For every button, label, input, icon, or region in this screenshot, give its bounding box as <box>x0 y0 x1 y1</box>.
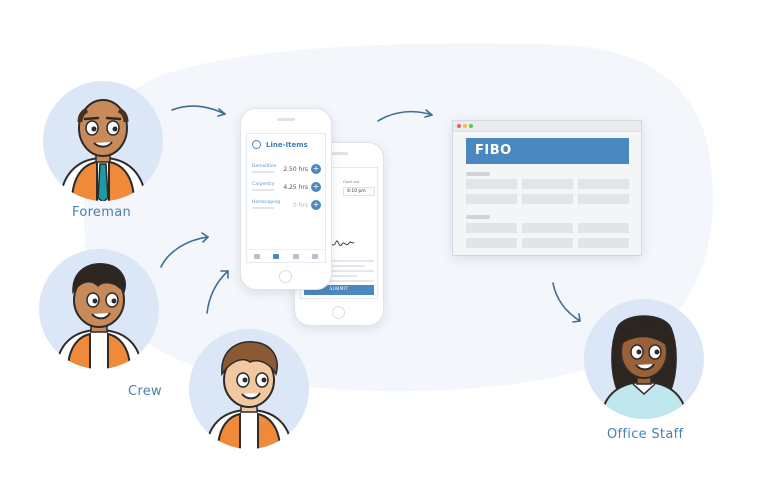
table-cell <box>578 194 629 204</box>
crew-label: Crew <box>128 384 162 399</box>
line-item-row[interactable]: Hardscaping 0 hrs + <box>252 200 321 216</box>
table-cell <box>466 238 517 248</box>
office-staff-label: Office Staff <box>607 427 684 442</box>
submit-button[interactable]: SUBMIT <box>304 285 374 295</box>
add-hours-icon[interactable]: + <box>311 164 321 174</box>
phone-line-items: Line-Items Demolition 2.50 hrs + Carpent… <box>240 108 332 290</box>
table-cell <box>466 179 517 189</box>
phone-home-button <box>332 306 345 319</box>
table-cell <box>466 223 517 233</box>
table-cell <box>522 223 573 233</box>
arrow-crew2-to-phone <box>206 270 229 314</box>
minimize-window-icon[interactable] <box>463 124 467 128</box>
calendar-tab-icon[interactable] <box>273 253 280 259</box>
crew-avatar-2 <box>189 329 309 449</box>
browser-window: FIBO <box>452 120 642 256</box>
profile-tab-icon[interactable] <box>312 253 319 259</box>
table-cell <box>522 194 573 204</box>
table-cell <box>578 223 629 233</box>
arrow-browser-to-office <box>552 282 581 322</box>
clock-icon <box>252 140 261 149</box>
signature-icon <box>326 240 355 249</box>
arrow-foreman-to-phone <box>171 105 226 115</box>
fibo-header: FIBO <box>466 138 629 164</box>
maximize-window-icon[interactable] <box>469 124 473 128</box>
table-cell <box>578 238 629 248</box>
line-item-name: Carpentry <box>252 182 275 187</box>
phone-speaker <box>330 152 348 155</box>
line-item-name: Demolition <box>252 164 277 169</box>
fibo-logo: FIBO <box>475 143 512 158</box>
table-cell <box>522 179 573 189</box>
phone-tab-bar <box>247 249 325 262</box>
crew-avatar-1 <box>39 249 159 369</box>
foreman-label: Foreman <box>72 205 131 220</box>
arrow-crew-to-phone <box>160 236 209 268</box>
phone-home-button <box>279 270 292 283</box>
line-item-hours: 2.50 hrs <box>283 166 308 173</box>
line-item-name: Hardscaping <box>252 200 281 205</box>
browser-title-bar <box>453 121 641 132</box>
clock-out-label: Clock out <box>343 180 360 184</box>
table-cell <box>466 194 517 204</box>
phone-speaker <box>277 118 295 121</box>
line-item-row[interactable]: Carpentry 4.25 hrs + <box>252 182 321 198</box>
add-hours-icon[interactable]: + <box>311 200 321 210</box>
crew-tab-icon[interactable] <box>292 253 299 259</box>
close-window-icon[interactable] <box>457 124 461 128</box>
table-cell <box>522 238 573 248</box>
add-hours-icon[interactable]: + <box>311 182 321 192</box>
line-item-hours: 4.25 hrs <box>283 184 308 191</box>
office-staff-avatar <box>584 299 704 419</box>
table-heading <box>466 172 490 176</box>
foreman-avatar <box>43 81 163 201</box>
table-heading <box>466 215 490 219</box>
arrow-phone-to-browser <box>377 110 433 122</box>
line-items-header: Line-Items <box>252 140 308 149</box>
line-items-title: Line-Items <box>266 140 308 149</box>
chat-tab-icon[interactable] <box>253 253 260 259</box>
line-item-row[interactable]: Demolition 2.50 hrs + <box>252 164 321 180</box>
phone-line-items-screen: Line-Items Demolition 2.50 hrs + Carpent… <box>246 133 326 263</box>
table-cell <box>578 179 629 189</box>
line-item-hours: 0 hrs <box>292 202 308 209</box>
clock-out-field[interactable]: 4:10 pm <box>343 187 375 196</box>
